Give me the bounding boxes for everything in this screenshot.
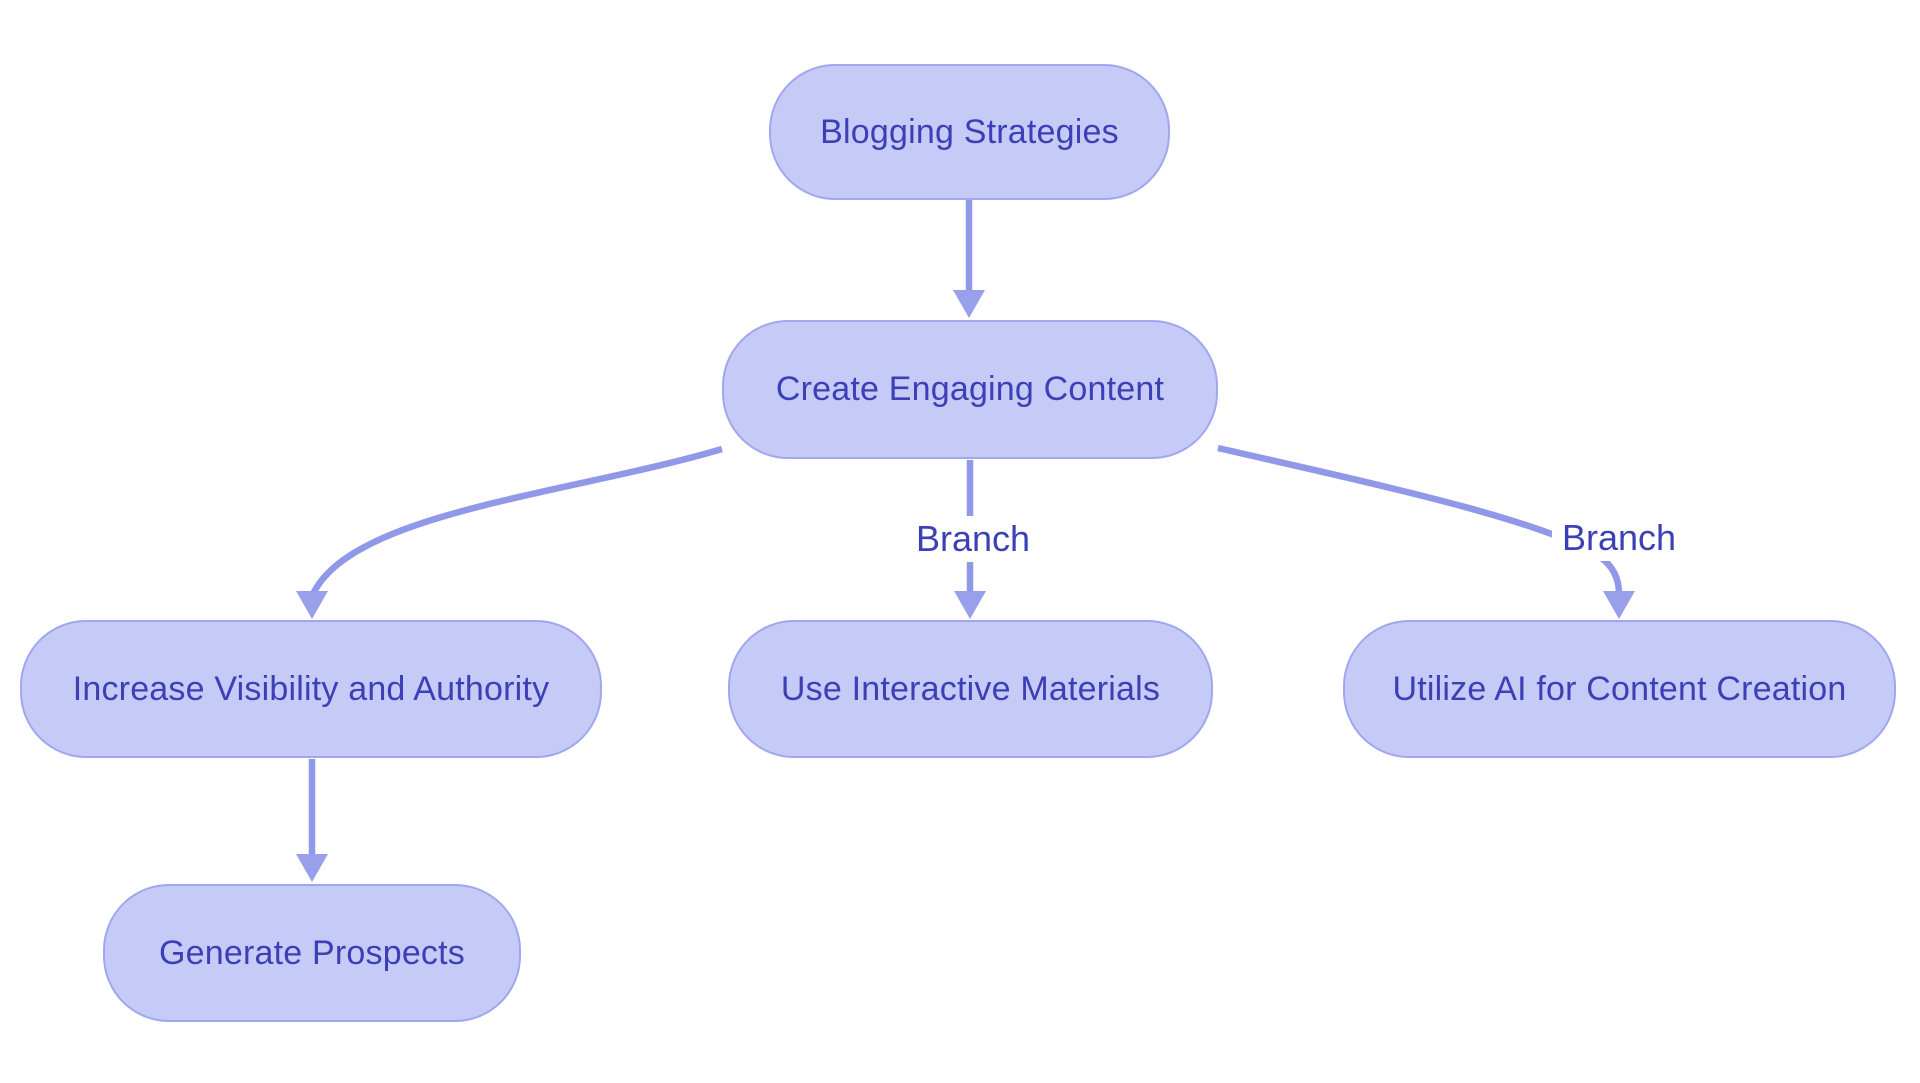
edge-label-branch-center: Branch: [905, 516, 1041, 562]
arrowhead-icon: [954, 591, 986, 619]
arrowhead-icon: [1603, 591, 1635, 619]
arrowhead-icon: [953, 290, 985, 318]
node-increase-visibility-and-authority: Increase Visibility and Authority: [20, 620, 602, 758]
edge-label-branch-right: Branch: [1551, 515, 1687, 561]
arrowhead-icon: [296, 591, 328, 619]
arrowhead-icon: [296, 854, 328, 882]
edge-create-to-utilize: [1217, 444, 1623, 595]
node-utilize-ai-for-content-creation: Utilize AI for Content Creation: [1343, 620, 1896, 758]
node-blogging-strategies: Blogging Strategies: [769, 64, 1170, 200]
edge-create-to-increase: [310, 445, 723, 596]
node-use-interactive-materials: Use Interactive Materials: [728, 620, 1213, 758]
node-create-engaging-content: Create Engaging Content: [722, 320, 1218, 459]
node-generate-prospects: Generate Prospects: [103, 884, 521, 1022]
